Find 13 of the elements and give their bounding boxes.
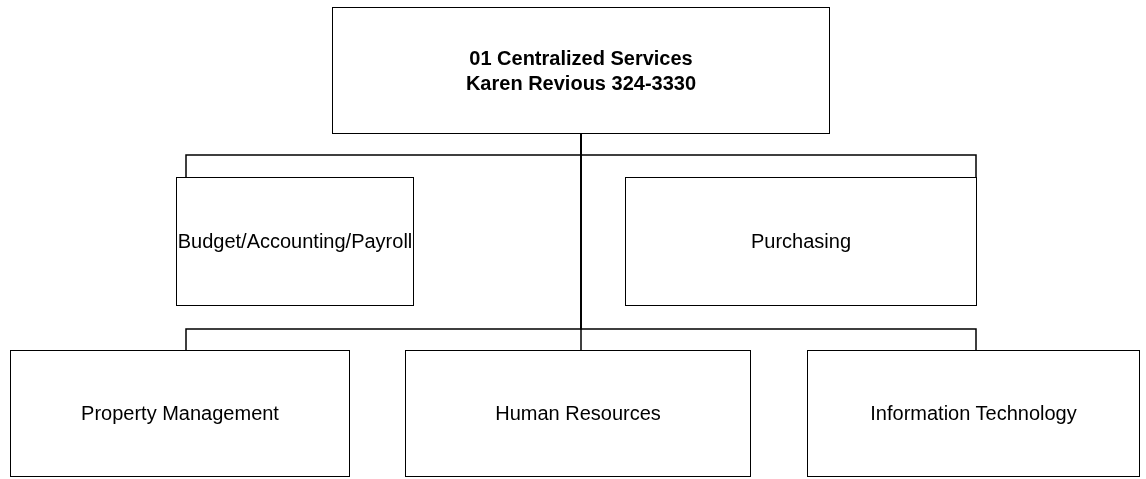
unit-name: Property Management [81,401,279,426]
org-box [807,350,1140,477]
unit-name: Budget/Accounting/Payroll [177,229,413,254]
unit-heading: 01 Centralized Services [469,45,693,71]
unit-name: Information Technology [870,401,1077,426]
org-box [625,177,977,306]
unit-name: Purchasing [750,229,852,254]
org-box [405,350,751,477]
org-box [10,350,350,477]
org-box [176,177,414,306]
unit-name: Human Resources [495,401,661,426]
org-box [332,7,830,134]
unit-heading: Karen Revious 324-3330 [465,70,697,96]
